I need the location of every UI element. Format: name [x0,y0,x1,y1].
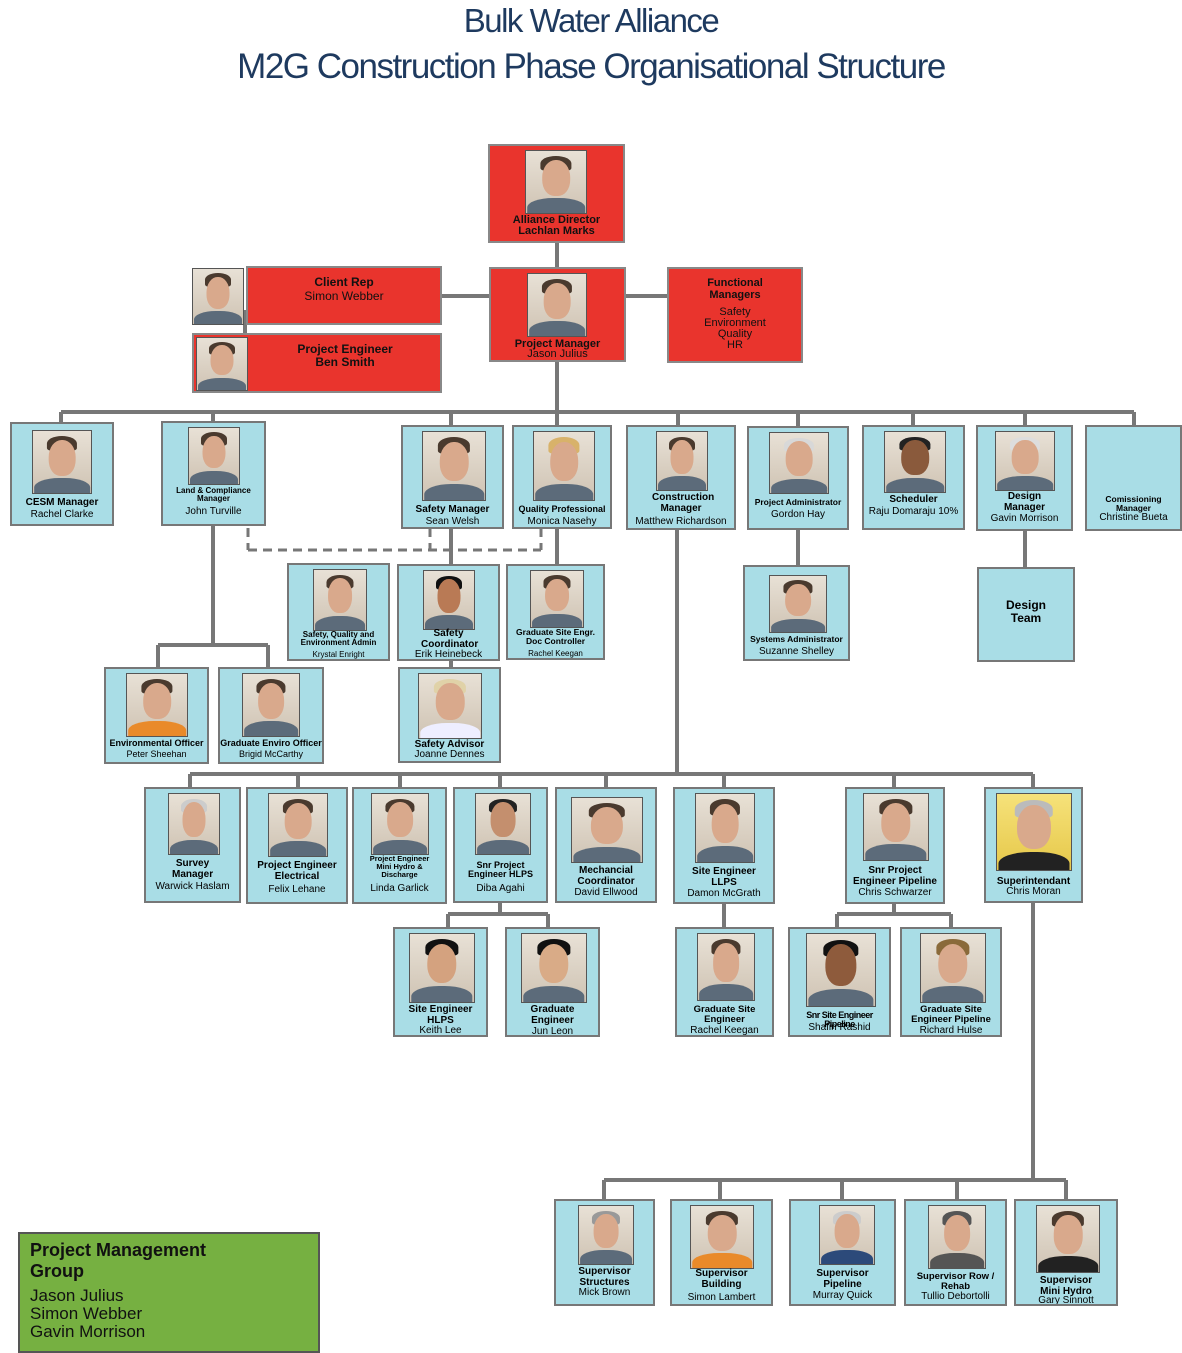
portrait-photo [578,1205,634,1265]
node-systems-administrator: Systems Administrator Suzanne Shelley [743,565,850,661]
portrait-photo [928,1205,986,1269]
node-sqe-admin: Safety, Quality and Environment Admin Kr… [287,563,390,661]
portrait-photo [884,431,946,493]
portrait-photo [1036,1205,1100,1273]
portrait-photo [819,1205,875,1265]
node-safety-advisor: Safety Advisor Joanne Dennes [398,667,501,763]
portrait-photo [371,793,429,855]
node-graduate-engineer: Graduate Engineer Jun Leon [505,927,600,1037]
portrait-photo [697,933,755,1001]
node-graduate-site-engineer-llps: Graduate Site Engineer Rachel Keegan [675,927,774,1037]
node-snr-site-engineer-pipeline: Snr Site Engineer Pipeline Shafin Rashid [788,927,891,1037]
project-management-group-legend: Project Management Group Jason Julius Si… [18,1232,320,1353]
portrait-photo [530,570,584,628]
node-supervisor-row-rehab: Supervisor Row / Rehab Tullio Debortolli [904,1199,1007,1306]
node-superintendant: Superintendant Chris Moran [984,787,1083,903]
node-mechanical-coordinator: Mechancial Coordinator David Ellwood [555,787,657,903]
portrait-photo [242,673,300,737]
node-supervisor-building: Supervisor Building Simon Lambert [670,1199,773,1306]
node-snr-project-engineer-pipeline: Snr Project Engineer Pipeline Chris Schw… [845,787,945,904]
portrait-photo [995,431,1055,491]
node-site-engineer-hlps: Site Engineer HLPS Keith Lee [393,927,488,1037]
portrait-photo [996,793,1072,871]
chart-title-line-1: Bulk Water Alliance [463,2,720,39]
node-safety-manager: Safety Manager Sean Welsh [401,425,504,529]
portrait-photo [769,575,827,633]
portrait-photo [126,673,188,737]
portrait-photo [313,569,367,631]
legend-member: Jason Julius [30,1286,124,1305]
portrait-photo [806,933,876,1007]
node-commissioning-manager: Comissioning Manager Christine Bueta [1085,425,1182,531]
portrait-photo [188,427,240,485]
node-functional-managers: Functional Managers Safety Environment Q… [667,267,803,363]
node-site-engineer-llps: Site Engineer LLPS Damon McGrath [673,787,775,904]
legend-member: Simon Webber [30,1304,143,1323]
portrait-photo [196,337,248,391]
node-graduate-enviro-officer: Graduate Enviro Officer Brigid McCarthy [218,667,324,764]
portrait-photo [32,430,92,494]
node-project-engineer-electrical: Project Engineer Electrical Felix Lehane [246,787,348,904]
node-safety-coordinator: Safety Coordinator Erik Heinebeck [397,564,500,661]
node-snr-project-engineer-hlps: Snr Project Engineer HLPS Diba Agahi [453,787,548,903]
portrait-photo [920,933,986,1003]
portrait-photo [418,673,482,739]
node-supervisor-pipeline: Supervisor Pipeline Murray Quick [789,1199,896,1306]
node-design-manager: Design Manager Gavin Morrison [976,425,1073,531]
portrait-photo [533,431,595,501]
portrait-photo [521,933,587,1003]
legend-member: Gavin Morrison [30,1322,146,1341]
node-construction-manager: Construction Manager Matthew Richardson [626,425,736,530]
node-land-compliance-manager: Land & Compliance Manager John Turville [161,421,266,526]
portrait-photo [422,431,486,501]
portrait-photo [656,431,708,491]
node-design-team: Design Team [977,567,1075,662]
portrait-photo [423,570,475,630]
node-graduate-site-engineer-pipeline: Graduate Site Engineer Pipeline Richard … [900,927,1002,1037]
node-supervisor-structures: Supervisor Structures Mick Brown [554,1199,655,1306]
portrait-photo [525,150,587,214]
portrait-photo [168,793,220,855]
node-project-administrator: Project Administrator Gordon Hay [747,426,849,530]
node-project-manager: Project Manager Jason Julius [489,267,626,362]
portrait-photo [475,793,531,855]
node-project-engineer-top: Project Engineer Ben Smith [192,333,442,393]
portrait-photo [527,273,587,337]
chart-title-line-2: M2G Construction Phase Organisational St… [237,47,946,86]
portrait-photo [690,1205,754,1269]
node-project-engineer-mini-hydro: Project Engineer Mini Hydro & Discharge … [352,787,447,904]
node-graduate-doc-controller: Graduate Site Engr. Doc Controller Rache… [506,564,605,660]
portrait-photo [769,432,829,494]
portrait-photo [863,793,929,861]
node-supervisor-mini-hydro: Supervisor Mini Hydro Gary Sinnott [1014,1199,1118,1306]
portrait-photo [571,797,643,863]
portrait-photo [268,793,328,857]
node-scheduler: Scheduler Raju Domaraju 10% [862,425,965,530]
node-cesm-manager: CESM Manager Rachel Clarke [10,422,114,526]
node-quality-professional: Quality Professional Monica Nasehy [512,425,612,529]
legend-title: Project Management Group [30,1240,207,1281]
node-survey-manager: Survey Manager Warwick Haslam [144,787,241,903]
node-client-rep: Client Rep Simon Webber [246,266,442,325]
node-alliance-director: Alliance Director Lachlan Marks [488,144,625,243]
portrait-photo [695,793,755,863]
portrait-photo [409,933,475,1003]
portrait-photo-client-rep [192,268,244,325]
node-environmental-officer: Environmental Officer Peter Sheehan [104,667,209,764]
